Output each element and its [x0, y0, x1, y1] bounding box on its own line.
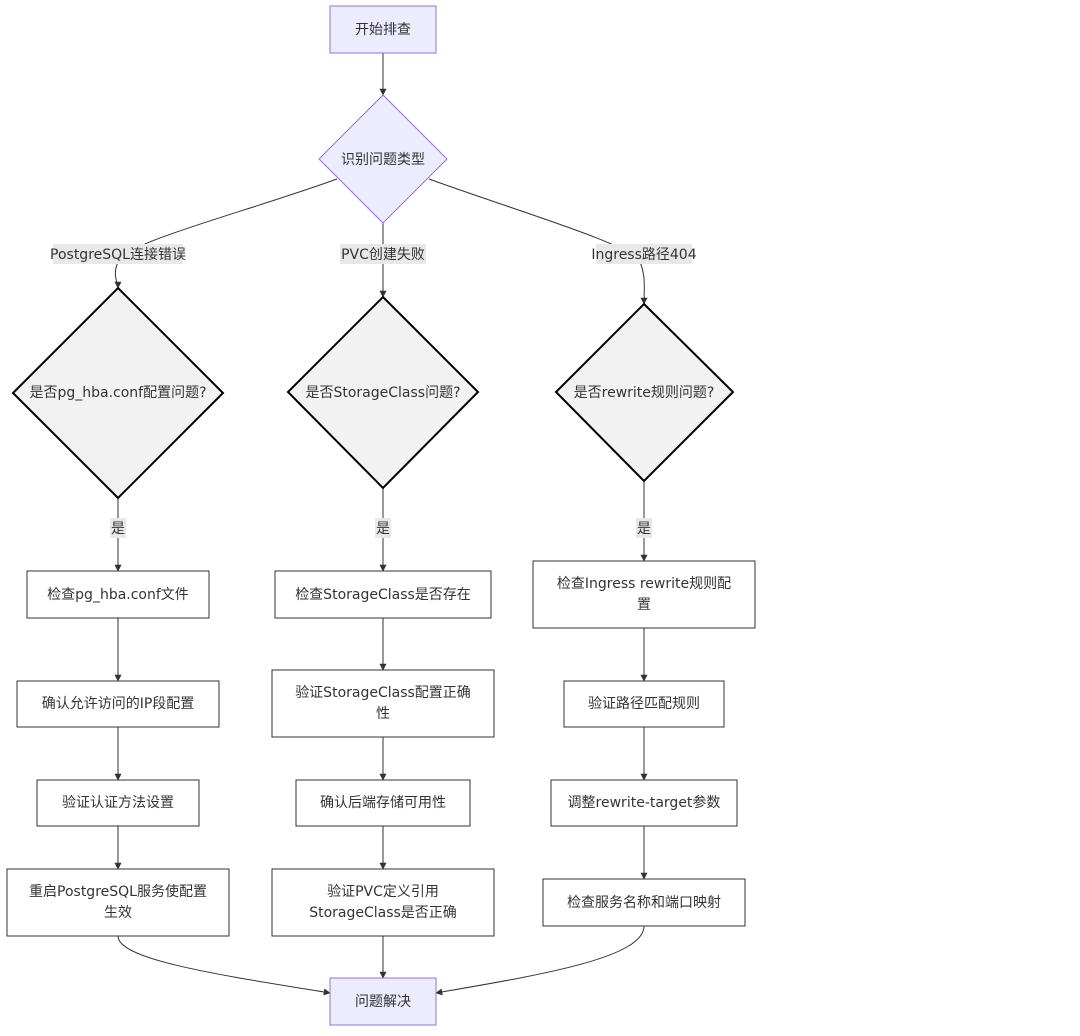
- edge-label-pg-branch: PostgreSQL连接错误: [50, 244, 186, 264]
- node-sc4[interactable]: 验证PVC定义引用 StorageClass是否正确: [271, 868, 495, 937]
- node-decision-pg[interactable]: 是否pg_hba.conf配置问题?: [11, 286, 225, 500]
- node-rw2[interactable]: 验证路径匹配规则: [563, 680, 725, 728]
- svg-text:检查Ingress rewrite规则配: 检查Ingress rewrite规则配: [557, 576, 731, 592]
- node-start[interactable]: 开始排查: [329, 5, 437, 54]
- svg-text:是: 是: [376, 521, 390, 537]
- svg-text:生效: 生效: [104, 905, 132, 921]
- edge-label-yes-rw: 是: [636, 518, 652, 538]
- svg-text:是否pg_hba.conf配置问题?: 是否pg_hba.conf配置问题?: [29, 385, 206, 401]
- edge-identify-pg: [114, 178, 338, 289]
- node-decision-sc[interactable]: 是否StorageClass问题?: [286, 295, 480, 490]
- node-end[interactable]: 问题解决: [329, 977, 437, 1026]
- svg-text:重启PostgreSQL服务使配置: 重启PostgreSQL服务使配置: [29, 883, 207, 900]
- node-decision-rw[interactable]: 是否rewrite规则问题?: [554, 302, 735, 483]
- node-rw1[interactable]: 检查Ingress rewrite规则配 置: [532, 560, 756, 629]
- svg-text:是否rewrite规则问题?: 是否rewrite规则问题?: [574, 385, 715, 401]
- node-identify[interactable]: 识别问题类型: [318, 94, 448, 224]
- node-pg4[interactable]: 重启PostgreSQL服务使配置 生效: [6, 868, 230, 937]
- svg-text:识别问题类型: 识别问题类型: [341, 152, 425, 168]
- edge-pg4-end: [117, 935, 331, 996]
- svg-text:调整rewrite-target参数: 调整rewrite-target参数: [568, 794, 721, 811]
- svg-text:验证路径匹配规则: 验证路径匹配规则: [588, 696, 700, 712]
- node-rw3[interactable]: 调整rewrite-target参数: [550, 779, 738, 827]
- svg-text:检查pg_hba.conf文件: 检查pg_hba.conf文件: [47, 587, 189, 603]
- svg-text:性: 性: [376, 706, 390, 722]
- edge-label-yes-sc: 是: [375, 518, 391, 538]
- node-sc1[interactable]: 检查StorageClass是否存在: [274, 570, 492, 619]
- node-rw4[interactable]: 检查服务名称和端口映射: [542, 878, 746, 927]
- edge-rw4-end: [435, 925, 645, 996]
- svg-text:开始排查: 开始排查: [355, 22, 411, 38]
- edge-label-rw-branch: Ingress路径404: [591, 244, 697, 264]
- svg-text:验证PVC定义引用: 验证PVC定义引用: [327, 884, 439, 900]
- svg-text:是: 是: [111, 521, 125, 537]
- node-pg3[interactable]: 验证认证方法设置: [36, 779, 200, 827]
- svg-text:问题解决: 问题解决: [355, 994, 411, 1010]
- svg-text:是: 是: [637, 521, 651, 537]
- svg-text:确认允许访问的IP段配置: 确认允许访问的IP段配置: [42, 696, 195, 712]
- svg-text:检查StorageClass是否存在: 检查StorageClass是否存在: [295, 587, 471, 603]
- edge-label-yes-pg: 是: [110, 518, 126, 538]
- svg-text:置: 置: [637, 597, 651, 613]
- svg-text:PVC创建失败: PVC创建失败: [341, 247, 425, 263]
- node-sc3[interactable]: 确认后端存储可用性: [295, 779, 471, 827]
- svg-text:验证StorageClass配置正确: 验证StorageClass配置正确: [295, 685, 471, 701]
- edge-identify-rw: [428, 178, 648, 305]
- svg-text:检查服务名称和端口映射: 检查服务名称和端口映射: [567, 895, 721, 911]
- svg-text:Ingress路径404: Ingress路径404: [591, 247, 696, 263]
- svg-text:PostgreSQL连接错误: PostgreSQL连接错误: [50, 246, 186, 263]
- node-sc2[interactable]: 验证StorageClass配置正确 性: [271, 669, 495, 738]
- svg-text:确认后端存储可用性: 确认后端存储可用性: [320, 795, 446, 811]
- svg-text:是否StorageClass问题?: 是否StorageClass问题?: [305, 385, 460, 401]
- edge-label-sc-branch: PVC创建失败: [340, 244, 426, 264]
- node-pg2[interactable]: 确认允许访问的IP段配置: [16, 680, 220, 728]
- svg-text:StorageClass是否正确: StorageClass是否正确: [309, 905, 457, 921]
- node-pg1[interactable]: 检查pg_hba.conf文件: [26, 570, 210, 619]
- svg-text:验证认证方法设置: 验证认证方法设置: [62, 795, 174, 811]
